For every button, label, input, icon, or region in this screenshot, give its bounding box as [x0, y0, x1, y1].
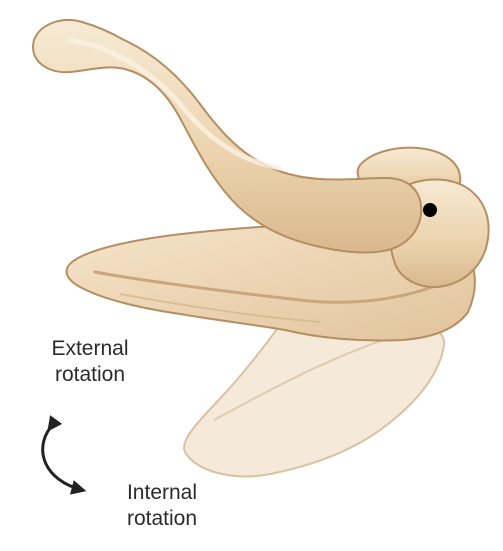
- external-rotation-label: External rotation: [28, 336, 152, 388]
- external-rotation-label-line-1: External: [28, 336, 152, 362]
- internal-rotation-label: Internal rotation: [100, 480, 224, 532]
- external-rotation-label-line-2: rotation: [28, 362, 152, 388]
- double-headed-curved-arrow-icon: [43, 428, 82, 490]
- clavicle: [33, 20, 421, 252]
- pivot-point-dot: [423, 203, 437, 217]
- internal-rotation-label-line-2: rotation: [100, 506, 224, 532]
- internal-rotation-label-line-1: Internal: [100, 480, 224, 506]
